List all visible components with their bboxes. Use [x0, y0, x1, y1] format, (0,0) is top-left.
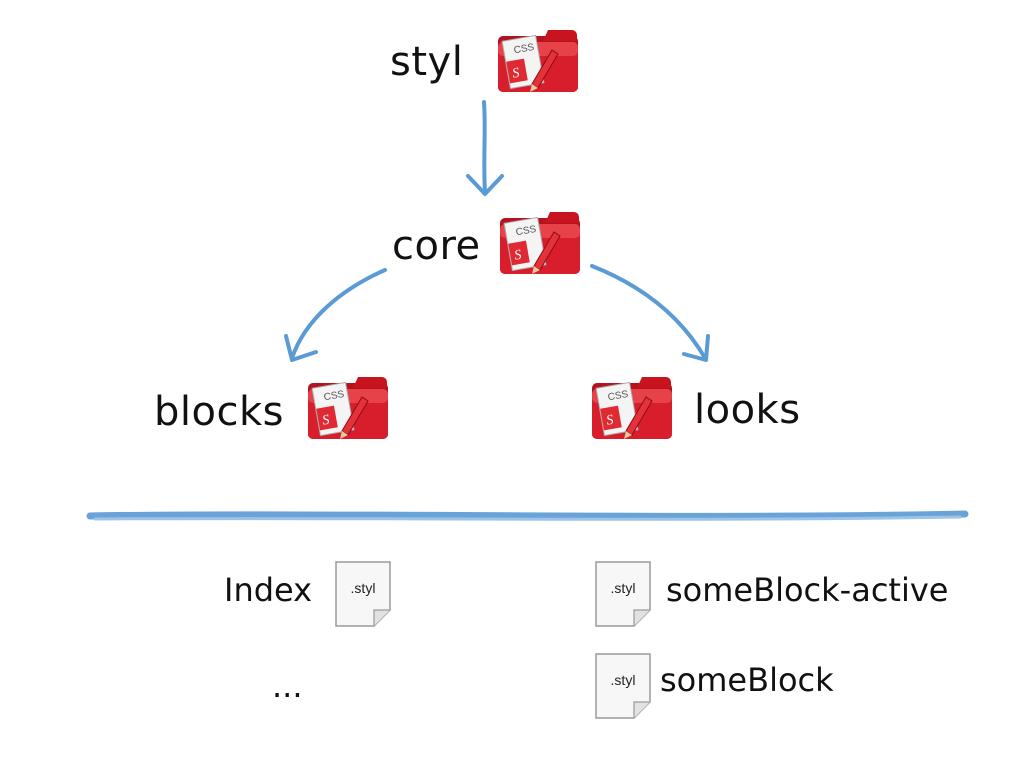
styl-file-icon: .styl	[594, 560, 652, 628]
folder-label-styl: styl	[390, 39, 464, 85]
file-extension-label: .styl	[350, 580, 376, 596]
css-folder-icon: CSS S	[500, 212, 580, 274]
arrow-styl-to-core	[466, 100, 504, 196]
arrow-core-to-looks	[590, 264, 710, 362]
styl-file-icon: .styl	[334, 560, 392, 628]
file-label-someblock-active: someBlock-active	[666, 571, 949, 609]
svg-text:CSS: CSS	[513, 42, 535, 56]
more-files-ellipsis: ...	[272, 667, 303, 705]
folder-label-core: core	[392, 223, 481, 269]
svg-text:S: S	[605, 413, 614, 429]
svg-text:S: S	[513, 248, 522, 264]
file-label-index: Index	[224, 571, 313, 609]
divider-line	[86, 510, 969, 521]
file-extension-label: .styl	[610, 580, 636, 596]
folder-label-blocks: blocks	[154, 389, 284, 435]
file-label-someblock: someBlock	[660, 661, 834, 699]
css-folder-icon: CSS S	[498, 30, 578, 92]
svg-text:CSS: CSS	[607, 389, 629, 403]
file-extension-label: .styl	[610, 672, 636, 688]
css-folder-icon: CSS S	[592, 377, 672, 439]
arrow-core-to-blocks	[284, 268, 387, 362]
folder-label-looks: looks	[694, 387, 801, 433]
styl-file-icon: .styl	[594, 652, 652, 720]
svg-text:S: S	[321, 413, 330, 429]
svg-text:CSS: CSS	[323, 389, 345, 403]
svg-text:S: S	[511, 66, 520, 82]
svg-text:CSS: CSS	[515, 224, 537, 238]
css-folder-icon: CSS S	[308, 377, 388, 439]
